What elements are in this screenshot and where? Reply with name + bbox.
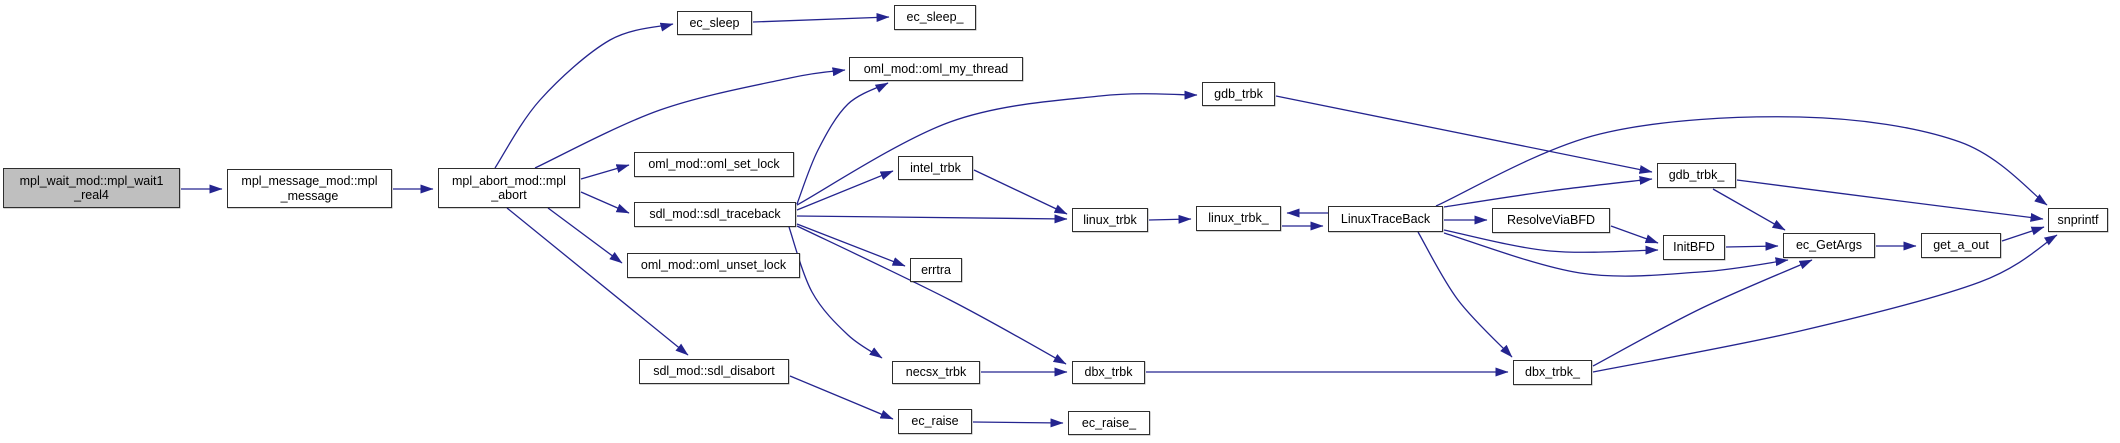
node-gdb-trbk-[interactable]: gdb_trbk_: [1657, 163, 1736, 188]
node-label: mpl_wait_mod::mpl_wait1: [19, 173, 164, 188]
node-label: get_a_out: [1933, 238, 1989, 253]
edge-linuxtraceback-to-snprintf: [1435, 116, 2048, 207]
edge-sdl-traceback-to-intel-trbk: [796, 170, 894, 211]
edge-gdb-trbk--to-snprintf: [1736, 179, 2044, 222]
node-label: oml_mod::oml_unset_lock: [640, 258, 787, 273]
node-label: necsx_trbk: [905, 365, 967, 380]
edge-mpl-abort-to-oml-unset-lock: [547, 207, 623, 264]
node-ec-raise[interactable]: ec_raise: [898, 409, 972, 434]
node-label: oml_mod::oml_set_lock: [648, 157, 780, 172]
edge-sdl-disabort-to-ec-raise: [789, 375, 894, 420]
node-linux-trbk[interactable]: linux_trbk: [1072, 208, 1148, 232]
node-label: ec_GetArgs: [1795, 238, 1862, 253]
node-necsx-trbk[interactable]: necsx_trbk: [892, 361, 980, 384]
edge-ec-raise-to-ec-raise-: [972, 418, 1064, 428]
node-resolveviabfd[interactable]: ResolveViaBFD: [1492, 208, 1610, 233]
node-oml-unset-lock[interactable]: oml_mod::oml_unset_lock: [627, 253, 800, 278]
node-label: ec_sleep: [689, 15, 740, 30]
node-label: _real4: [74, 188, 109, 202]
edge-mpl-abort-to-oml-my-thread: [534, 67, 846, 169]
node-ec-sleep[interactable]: ec_sleep: [677, 11, 752, 35]
node-label: mpl_abort_mod::mpl: [452, 173, 566, 188]
node-label: LinuxTraceBack: [1340, 211, 1431, 226]
node-label: ec_raise: [911, 414, 959, 429]
node-errtra[interactable]: errtra: [910, 258, 962, 282]
node-mpl-wait1-real4[interactable]: mpl_wait_mod::mpl_wait1_real4: [3, 168, 180, 208]
node-label: dbx_trbk_: [1525, 365, 1580, 380]
node-dbx-trbk-[interactable]: dbx_trbk_: [1513, 360, 1592, 385]
node-label: intel_trbk: [910, 160, 961, 175]
edge-sdl-traceback-to-oml-my-thread: [796, 82, 889, 205]
edge-dbx-trbk--to-snprintf: [1592, 234, 2058, 373]
node-label: oml_mod::oml_my_thread: [863, 61, 1009, 76]
edge-mpl-abort-to-sdl-disabort: [506, 207, 689, 356]
node-oml-my-thread[interactable]: oml_mod::oml_my_thread: [849, 57, 1023, 81]
node-intel-trbk[interactable]: intel_trbk: [898, 156, 973, 180]
edge-sdl-traceback-to-dbx-trbk: [796, 225, 1067, 365]
node-mpl-abort[interactable]: mpl_abort_mod::mpl_abort: [438, 168, 580, 208]
node-get-a-out[interactable]: get_a_out: [1921, 233, 2001, 258]
edge-gdb-trbk--to-ec-getargs: [1712, 188, 1786, 231]
node-label: linux_trbk: [1083, 212, 1137, 227]
node-ec-getargs[interactable]: ec_GetArgs: [1783, 233, 1875, 258]
edge-sdl-traceback-to-linux-trbk: [796, 214, 1068, 224]
edge-dbx-trbk--to-ec-getargs: [1592, 259, 1813, 367]
node-label: ec_sleep_: [906, 10, 964, 25]
node-label: _message: [280, 188, 339, 203]
node-mpl-message[interactable]: mpl_message_mod::mpl_message: [227, 169, 392, 208]
node-sdl-disabort[interactable]: sdl_mod::sdl_disabort: [639, 359, 789, 384]
edge-sdl-traceback-to-gdb-trbk: [796, 90, 1198, 206]
node-label: ec_raise_: [1081, 415, 1137, 430]
node-label: snprintf: [2057, 212, 2099, 227]
node-label: errtra: [921, 262, 951, 277]
node-label: mpl_message_mod::mpl: [241, 174, 378, 188]
node-label: linux_trbk_: [1208, 211, 1269, 226]
edge-linuxtraceback-to-gdb-trbk-: [1443, 175, 1653, 208]
edge-initbfd-to-ec-getargs: [1725, 241, 1779, 251]
node-sdl-traceback[interactable]: sdl_mod::sdl_traceback: [634, 202, 796, 227]
node-linux-trbk-[interactable]: linux_trbk_: [1196, 206, 1281, 231]
node-label: dbx_trbk: [1084, 365, 1133, 380]
node-linuxtraceback[interactable]: LinuxTraceBack: [1328, 206, 1443, 232]
node-ec-raise-[interactable]: ec_raise_: [1068, 411, 1150, 435]
node-snprintf[interactable]: snprintf: [2048, 208, 2108, 232]
edge-intel-trbk-to-linux-trbk: [973, 169, 1068, 215]
node-initbfd[interactable]: InitBFD: [1663, 235, 1725, 260]
edge-linux-trbk-to-linux-trbk-: [1148, 214, 1192, 224]
node-label: ResolveViaBFD: [1506, 213, 1595, 228]
edge-gdb-trbk-to-gdb-trbk-: [1275, 95, 1653, 174]
node-label: sdl_mod::sdl_disabort: [653, 364, 775, 379]
edge-sdl-traceback-to-necsx-trbk: [788, 226, 883, 359]
node-label: gdb_trbk_: [1668, 168, 1725, 183]
edge-ec-sleep-to-ec-sleep-: [752, 12, 890, 23]
node-label: _abort: [491, 188, 527, 202]
edge-linuxtraceback-to-initbfd: [1443, 229, 1659, 255]
edge-resolveviabfd-to-initbfd: [1610, 225, 1659, 244]
edge-sdl-traceback-to-errtra: [796, 223, 906, 267]
edge-linuxtraceback-to-dbx-trbk-: [1417, 231, 1513, 358]
edge-mpl-abort-to-sdl-traceback: [580, 191, 630, 214]
node-ec-sleep-[interactable]: ec_sleep_: [894, 5, 976, 30]
node-label: InitBFD: [1673, 240, 1715, 255]
node-gdb-trbk[interactable]: gdb_trbk: [1202, 82, 1275, 106]
node-label: sdl_mod::sdl_traceback: [649, 207, 781, 222]
call-graph-edges: [181, 12, 2058, 428]
edge-get-a-out-to-snprintf: [2001, 226, 2045, 242]
node-oml-set-lock[interactable]: oml_mod::oml_set_lock: [634, 152, 794, 177]
edge-linuxtraceback-to-ec-getargs: [1443, 232, 1789, 277]
edge-mpl-abort-to-ec-sleep: [494, 22, 674, 169]
edge-mpl-abort-to-oml-set-lock: [580, 164, 630, 180]
node-dbx-trbk[interactable]: dbx_trbk: [1072, 361, 1145, 384]
node-label: gdb_trbk: [1214, 86, 1263, 101]
